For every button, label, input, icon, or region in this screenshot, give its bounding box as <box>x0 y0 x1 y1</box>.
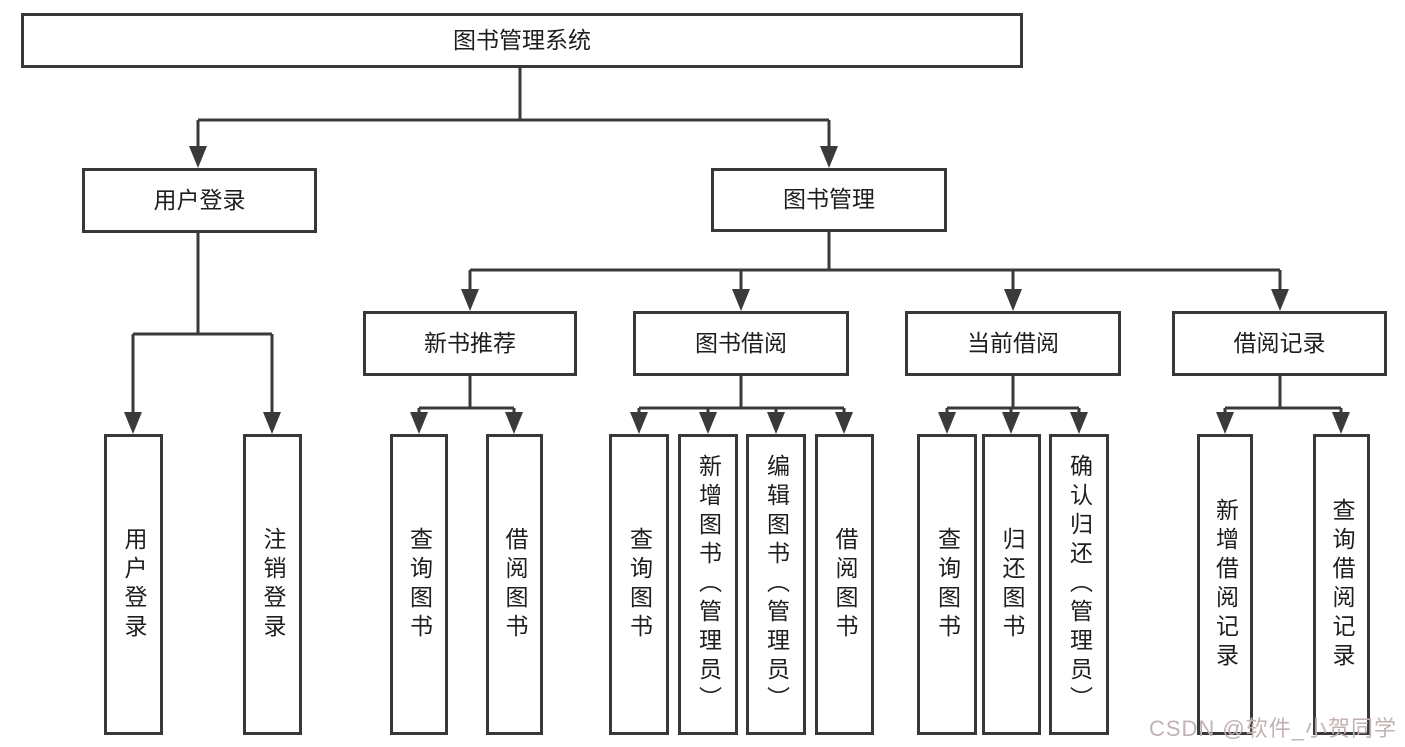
root-box-library-management-system: 图书管理系统 <box>21 13 1023 68</box>
leaf-cb-confirm-return-admin: 确认归还（管理员） <box>1049 434 1109 735</box>
leaf-br-query-borrow-record: 查询借阅记录 <box>1313 434 1370 735</box>
user-login-box: 用户登录 <box>82 168 317 233</box>
leaf-bb-borrow-book: 借阅图书 <box>815 434 874 735</box>
new-book-recommend-box: 新书推荐 <box>363 311 577 376</box>
leaf-logout: 注销登录 <box>243 434 302 735</box>
leaf-bb-add-book-admin: 新增图书（管理员） <box>678 434 738 735</box>
leaf-bb-query-book: 查询图书 <box>609 434 669 735</box>
leaf-br-add-borrow-record: 新增借阅记录 <box>1197 434 1253 735</box>
leaf-nbr-borrow-book: 借阅图书 <box>486 434 543 735</box>
book-borrow-box: 图书借阅 <box>633 311 849 376</box>
leaf-cb-return-book: 归还图书 <box>982 434 1041 735</box>
leaf-user-login: 用户登录 <box>104 434 163 735</box>
leaf-cb-query-book: 查询图书 <box>917 434 977 735</box>
leaf-nbr-query-book: 查询图书 <box>390 434 448 735</box>
book-management-box: 图书管理 <box>711 168 947 232</box>
borrow-record-box: 借阅记录 <box>1172 311 1387 376</box>
current-borrow-box: 当前借阅 <box>905 311 1121 376</box>
leaf-bb-edit-book-admin: 编辑图书（管理员） <box>746 434 806 735</box>
csdn-watermark: CSDN @软件_小贺同学 <box>1148 716 1397 741</box>
